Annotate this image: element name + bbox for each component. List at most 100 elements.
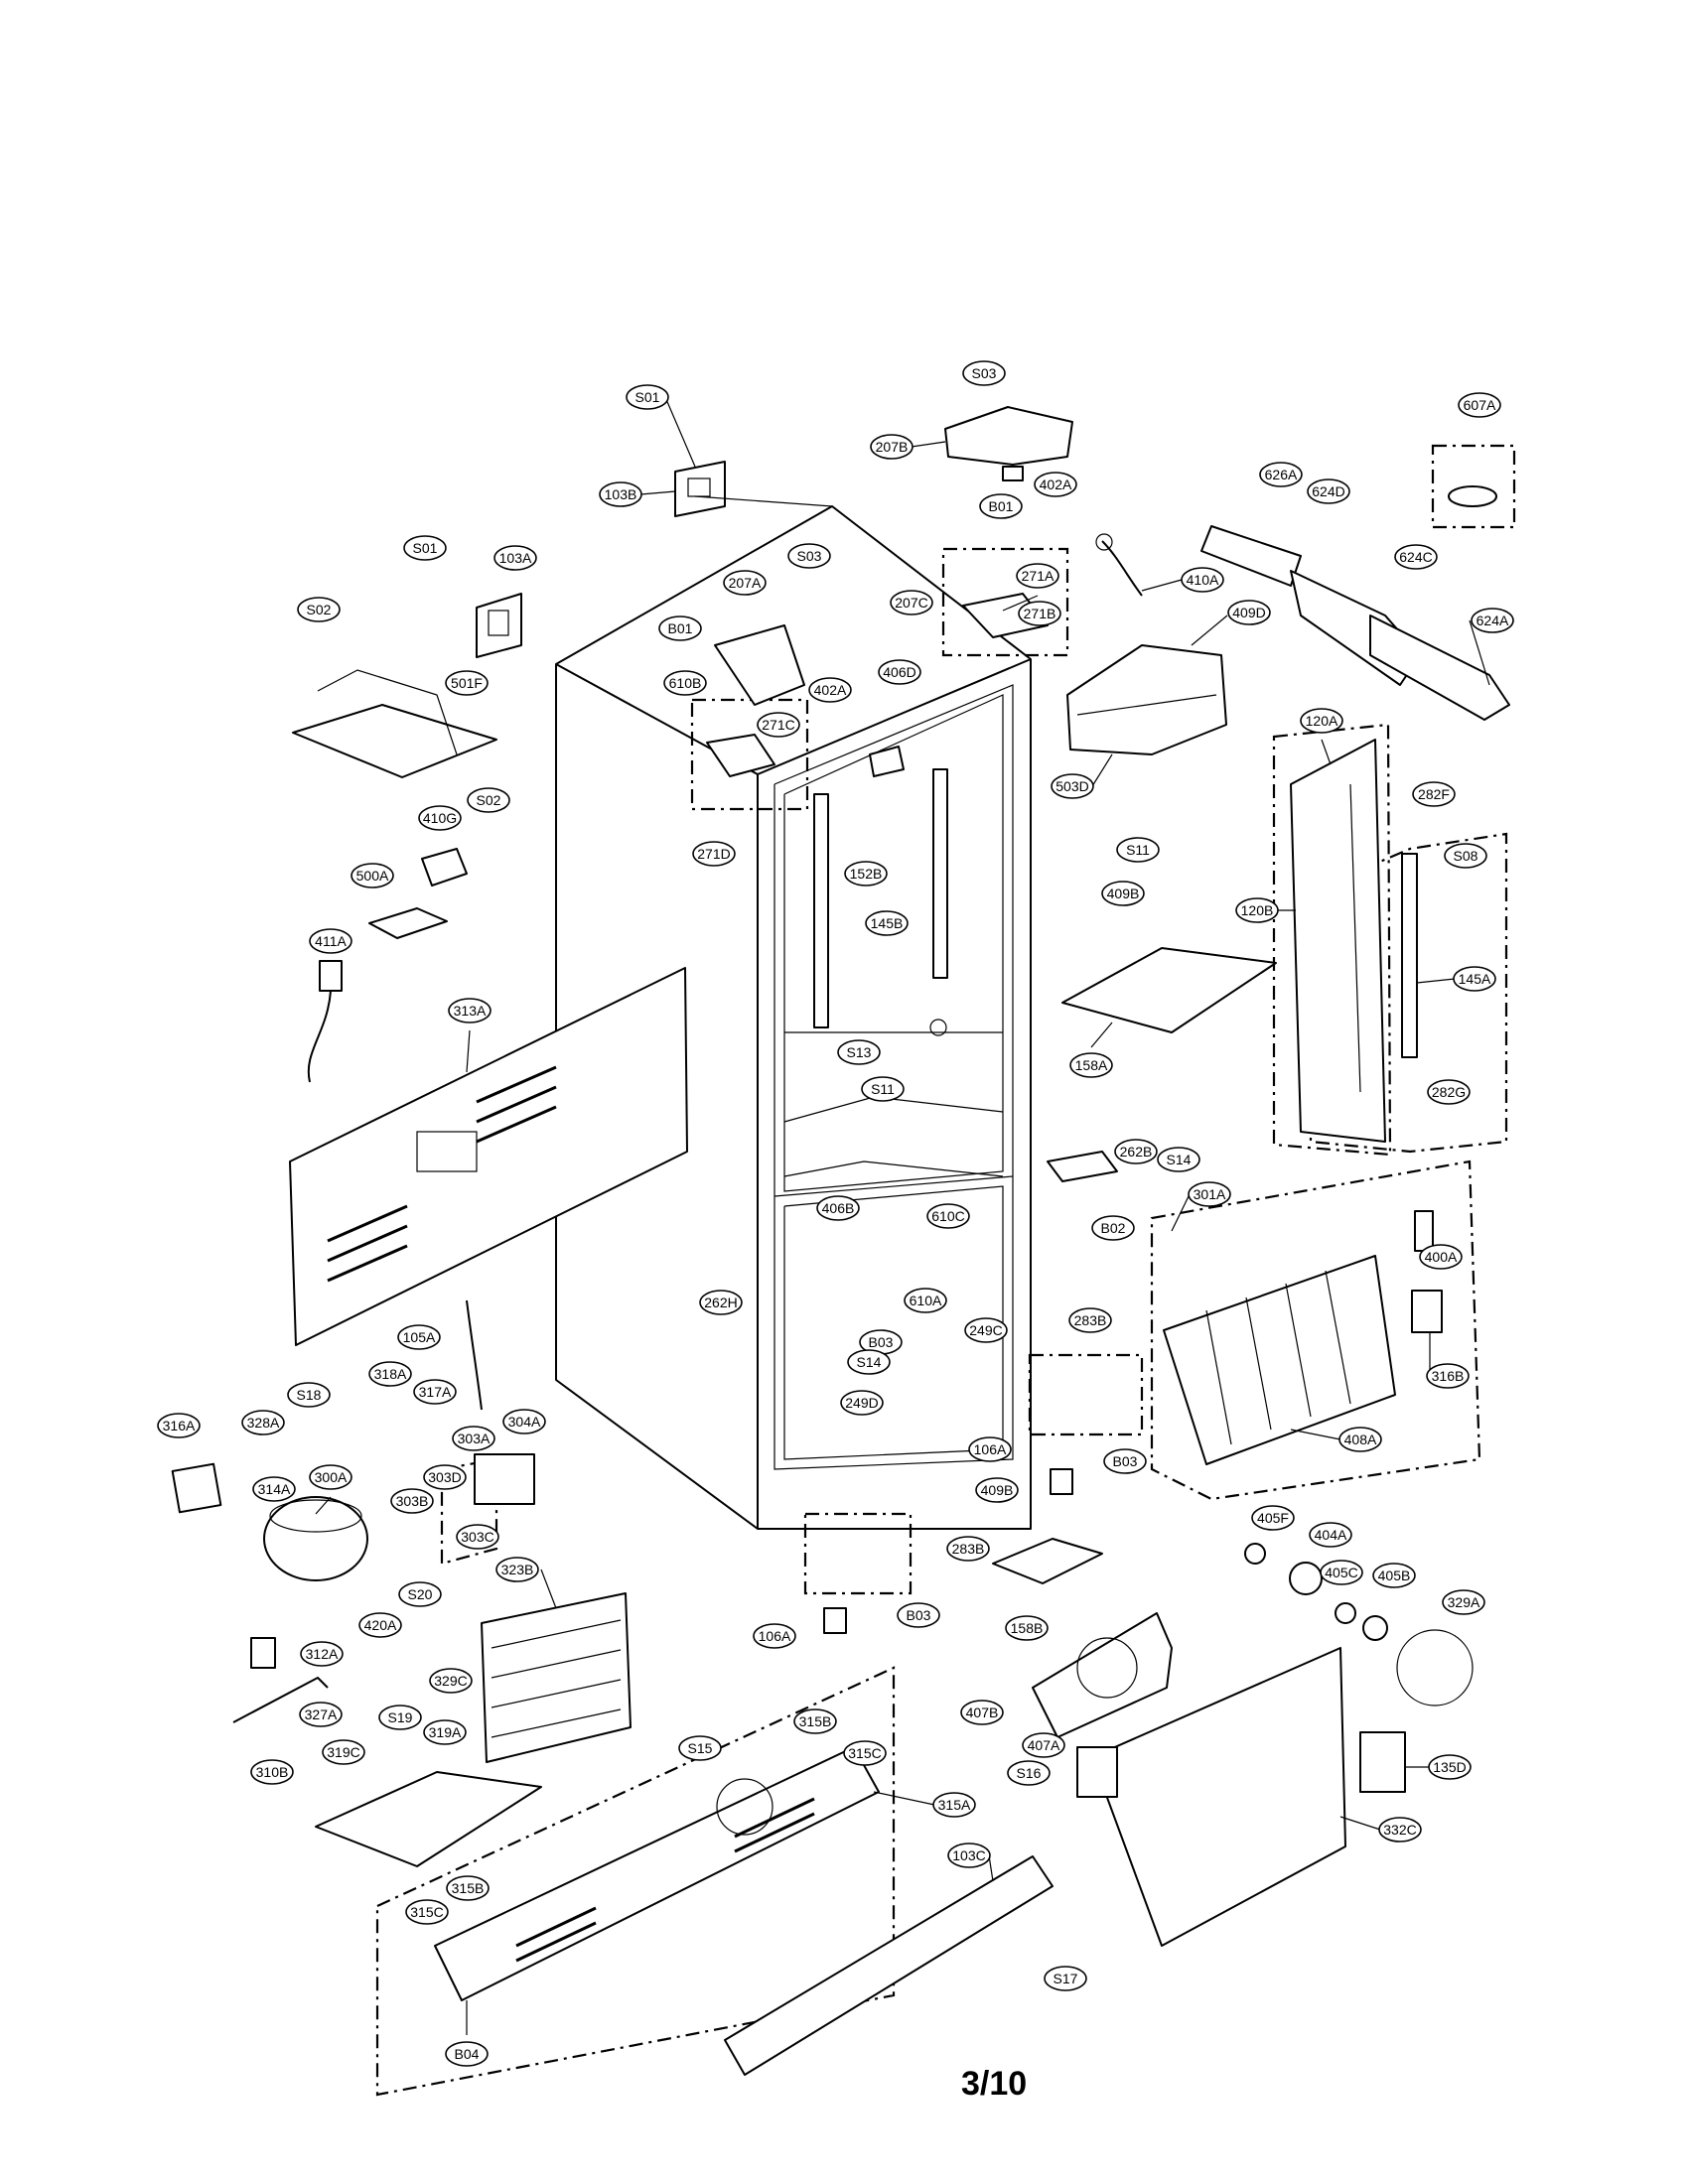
callout-bubble [968, 1436, 1012, 1462]
callout-label: 303A [458, 1431, 491, 1446]
callout-label: 316B [1432, 1368, 1465, 1384]
callout-label: 145B [871, 915, 904, 931]
callout-label: 207A [729, 575, 762, 591]
part-callout: 624C [1394, 544, 1438, 570]
callout-label: 323B [501, 1562, 534, 1577]
callout-label: 624C [1399, 549, 1432, 565]
upper-left-parts [292, 461, 905, 1083]
callout-bubble [843, 1740, 887, 1766]
callout-label: S11 [871, 1081, 895, 1097]
callout-label: 249D [845, 1395, 878, 1411]
callout-label: 610B [669, 675, 702, 691]
callout-bubble [658, 615, 702, 641]
part-callout: 407A [1022, 1732, 1065, 1758]
callout-label: B03 [1113, 1453, 1138, 1469]
callout-label: 624A [1477, 613, 1509, 628]
part-callout: S11 [1116, 837, 1160, 863]
callout-label: 152B [850, 866, 883, 882]
callout-bubble [309, 928, 352, 954]
mid-left-parts [171, 967, 688, 1867]
callout-label: 610A [910, 1293, 942, 1308]
callout-bubble [1259, 462, 1303, 487]
callout-bubble [297, 597, 341, 622]
callout-bubble [446, 1875, 490, 1901]
callout-bubble [946, 1536, 990, 1562]
callout-label: 207B [876, 439, 909, 455]
part-callout: S11 [861, 1076, 905, 1102]
callout-bubble [1034, 472, 1077, 497]
part-callout: 409D [1227, 600, 1271, 625]
part-callout: 624D [1307, 478, 1350, 504]
part-callout: 610B [663, 670, 707, 696]
callout-label: 300A [315, 1469, 348, 1485]
callout-label: 249C [969, 1322, 1002, 1338]
callout-bubble [1068, 1307, 1112, 1333]
callout-bubble [844, 861, 888, 887]
callout-label: 304A [508, 1414, 541, 1430]
callout-bubble [351, 863, 394, 888]
callout-bubble [1442, 1589, 1485, 1615]
part-callout: 313A [448, 998, 492, 1024]
callout-label: S17 [1054, 1971, 1078, 1986]
part-callout: 314A [252, 1476, 296, 1502]
callout-label: 105A [403, 1329, 436, 1345]
callout-label: 405F [1257, 1510, 1289, 1526]
callout-bubble [1419, 1244, 1463, 1270]
part-callout: 312A [300, 1641, 344, 1667]
part-callout: 304A [502, 1409, 546, 1434]
callout-bubble [870, 434, 914, 460]
part-callout: 405C [1320, 1560, 1363, 1585]
callout-bubble [1471, 608, 1514, 633]
callout-label: 329A [1448, 1594, 1480, 1610]
part-callout: 420A [358, 1612, 402, 1638]
callout-label: 409B [981, 1482, 1014, 1498]
part-callout: 405B [1372, 1563, 1416, 1588]
part-callout: S02 [297, 597, 341, 622]
callout-bubble [467, 787, 510, 813]
part-callout: 105A [397, 1324, 441, 1350]
part-callout: S20 [398, 1581, 442, 1607]
callout-bubble [1372, 1563, 1416, 1588]
callout-label: 310B [256, 1764, 289, 1780]
callout-bubble [840, 1390, 884, 1416]
part-callout: S03 [787, 543, 831, 569]
part-callout: 120B [1235, 897, 1279, 923]
part-callout: 310B [250, 1759, 294, 1785]
callout-bubble [1114, 1139, 1158, 1164]
callout-bubble [847, 1349, 891, 1375]
callout-bubble [157, 1413, 201, 1438]
callout-bubble [1427, 1079, 1471, 1105]
callout-label: 410A [1187, 572, 1219, 588]
callout-label: 271C [762, 717, 794, 733]
part-callout: 316A [157, 1413, 201, 1438]
callout-label: 410G [423, 810, 457, 826]
part-callout: B03 [897, 1602, 940, 1628]
callout-label: 158B [1011, 1620, 1044, 1636]
part-callout: 411A [309, 928, 352, 954]
part-callout: 271D [692, 841, 736, 867]
callout-bubble [1300, 708, 1343, 734]
callout-label: S19 [388, 1709, 413, 1725]
part-callout: 106A [753, 1623, 796, 1649]
callout-label: 271A [1022, 568, 1055, 584]
callout-label: 328A [247, 1415, 280, 1431]
callout-label: 120B [1241, 902, 1274, 918]
part-callout: 318A [368, 1361, 412, 1387]
callout-bubble [1394, 544, 1438, 570]
callout-bubble [448, 998, 492, 1024]
callout-bubble [699, 1290, 743, 1315]
part-callout: S01 [403, 535, 447, 561]
callout-bubble [932, 1792, 976, 1818]
callout-bubble [816, 1195, 860, 1221]
part-callout: 282G [1427, 1079, 1471, 1105]
callout-label: S14 [1167, 1152, 1192, 1167]
callout-bubble [445, 2041, 489, 2067]
callout-bubble [397, 1324, 441, 1350]
callout-label: B04 [455, 2046, 480, 2062]
callout-bubble [1453, 966, 1496, 992]
callout-label: 406B [822, 1200, 855, 1216]
callout-bubble [1007, 1760, 1051, 1786]
callout-label: S13 [847, 1044, 872, 1060]
callout-bubble [1338, 1427, 1382, 1452]
